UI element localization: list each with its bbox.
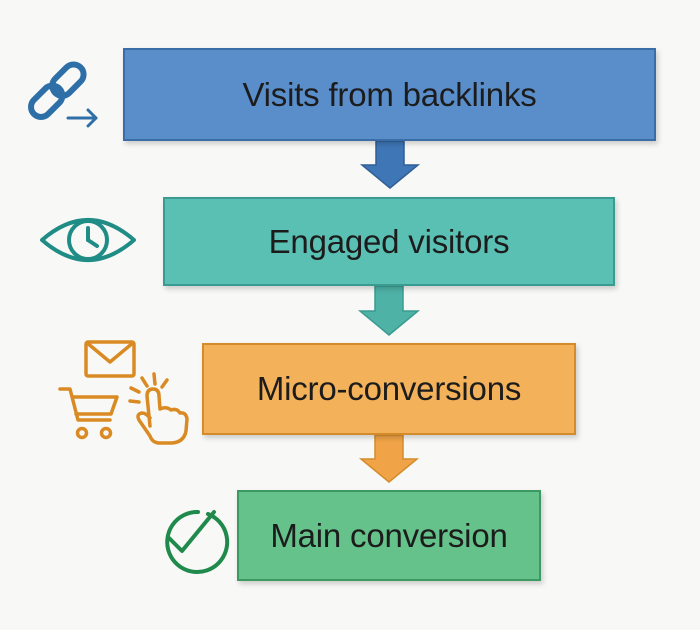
arrow-right-icon [66, 108, 98, 128]
funnel-step-micro-conversions: Micro-conversions [202, 343, 576, 435]
shopping-cart-icon [58, 387, 119, 440]
step-label: Micro-conversions [256, 370, 522, 407]
step-label: Engaged visitors [268, 222, 510, 260]
hand-click-icon [128, 372, 189, 445]
eye-clock-icon [40, 218, 136, 262]
check-circle-icon [165, 509, 230, 574]
arrow-down-2 [357, 285, 421, 336]
arrow-down-3 [358, 434, 420, 483]
step-label: Visits from backlinks [242, 75, 537, 113]
arrow-down-1 [359, 140, 421, 189]
funnel-step-main-conversion: Main conversion [237, 490, 541, 581]
link-icon [28, 61, 87, 120]
step-label: Main conversion [270, 516, 508, 554]
funnel-step-visits: Visits from backlinks [123, 48, 656, 141]
funnel-step-engaged: Engaged visitors [163, 197, 615, 286]
email-icon [84, 340, 136, 378]
